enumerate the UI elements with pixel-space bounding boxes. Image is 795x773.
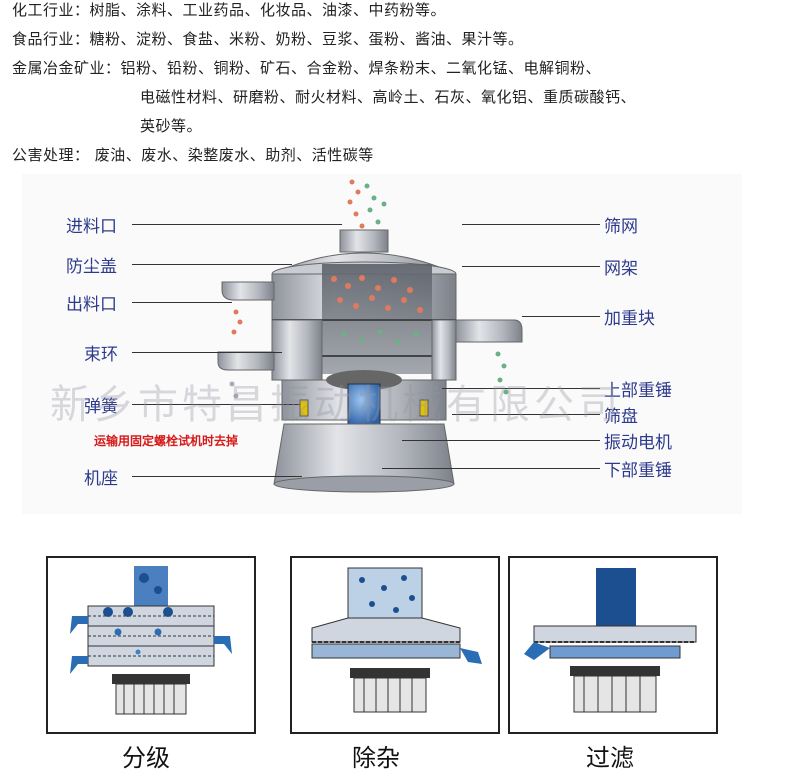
caption-grading: 分级 bbox=[122, 744, 170, 772]
industry-line-metal: 金属冶金矿业：铝粉、铅粉、铜粉、矿石、合金粉、焊条粉末、二氧化锰、电解铜粉、 bbox=[12, 59, 602, 77]
grading-illustration bbox=[70, 566, 232, 715]
feed-stream bbox=[347, 179, 387, 229]
sieve-machine-diagram: 进料口 防尘盖 出料口 束环 弹簧 运输用固定螺栓试机时去掉 机座 筛网 网架 … bbox=[22, 174, 742, 514]
impurity-removal-illustration bbox=[311, 567, 482, 713]
filtration-illustration bbox=[524, 568, 697, 713]
panel-impurity-removal bbox=[290, 556, 500, 734]
particles bbox=[331, 275, 423, 345]
leader-clamp-ring bbox=[132, 352, 282, 353]
label-dust-cover: 防尘盖 bbox=[66, 257, 117, 277]
label-weight-block: 加重块 bbox=[604, 309, 655, 329]
panel-grading bbox=[46, 556, 256, 734]
industry-line-metal-cont1: 电磁性材料、研磨粉、耐火材料、高岭土、石灰、氧化铝、重质碳酸钙、 bbox=[140, 88, 637, 106]
label-lower-weight: 下部重锤 bbox=[604, 461, 672, 481]
leader-dust-cover bbox=[132, 264, 292, 265]
caption-filtration: 过滤 bbox=[586, 744, 634, 772]
discharge-particles bbox=[229, 309, 509, 399]
leader-feed-inlet bbox=[132, 224, 342, 225]
label-upper-weight: 上部重锤 bbox=[604, 381, 672, 401]
industry-line-food: 食品行业：糖粉、淀粉、食盐、米粉、奶粉、豆浆、蛋粉、酱油、果汁等。 bbox=[12, 30, 524, 48]
leader-screen-mesh bbox=[462, 224, 600, 225]
label-vibration-motor: 振动电机 bbox=[604, 433, 672, 453]
leader-weight-block bbox=[522, 316, 600, 317]
leader-vibration-motor bbox=[402, 440, 600, 441]
leader-mesh-frame bbox=[462, 266, 600, 267]
label-mesh-frame: 网架 bbox=[604, 259, 638, 279]
industry-line-metal-cont2: 英砂等。 bbox=[140, 117, 203, 135]
leader-lower-weight bbox=[382, 468, 600, 469]
leader-sieve-tray bbox=[452, 414, 600, 415]
leader-spring bbox=[132, 404, 300, 405]
panel-filtration bbox=[508, 556, 718, 734]
label-spring: 弹簧 bbox=[84, 397, 118, 417]
label-discharge-outlet: 出料口 bbox=[66, 295, 117, 315]
machine-illustration bbox=[217, 179, 523, 493]
label-base: 机座 bbox=[84, 469, 118, 489]
label-clamp-ring: 束环 bbox=[84, 345, 118, 365]
industry-line-pollution: 公害处理： 废油、废水、染整废水、助剂、活性碳等 bbox=[12, 146, 374, 164]
leader-discharge-outlet bbox=[132, 302, 232, 303]
leader-base bbox=[132, 476, 302, 477]
label-screen-mesh: 筛网 bbox=[604, 217, 638, 237]
label-transport-bolt-warning: 运输用固定螺栓试机时去掉 bbox=[94, 434, 239, 448]
label-sieve-tray: 筛盘 bbox=[604, 407, 638, 427]
industry-line-chemical: 化工行业：树脂、涂料、工业药品、化妆品、油漆、中药粉等。 bbox=[12, 1, 447, 19]
label-feed-inlet: 进料口 bbox=[66, 217, 117, 237]
caption-impurity-removal: 除杂 bbox=[352, 744, 400, 772]
leader-upper-weight bbox=[442, 388, 600, 389]
